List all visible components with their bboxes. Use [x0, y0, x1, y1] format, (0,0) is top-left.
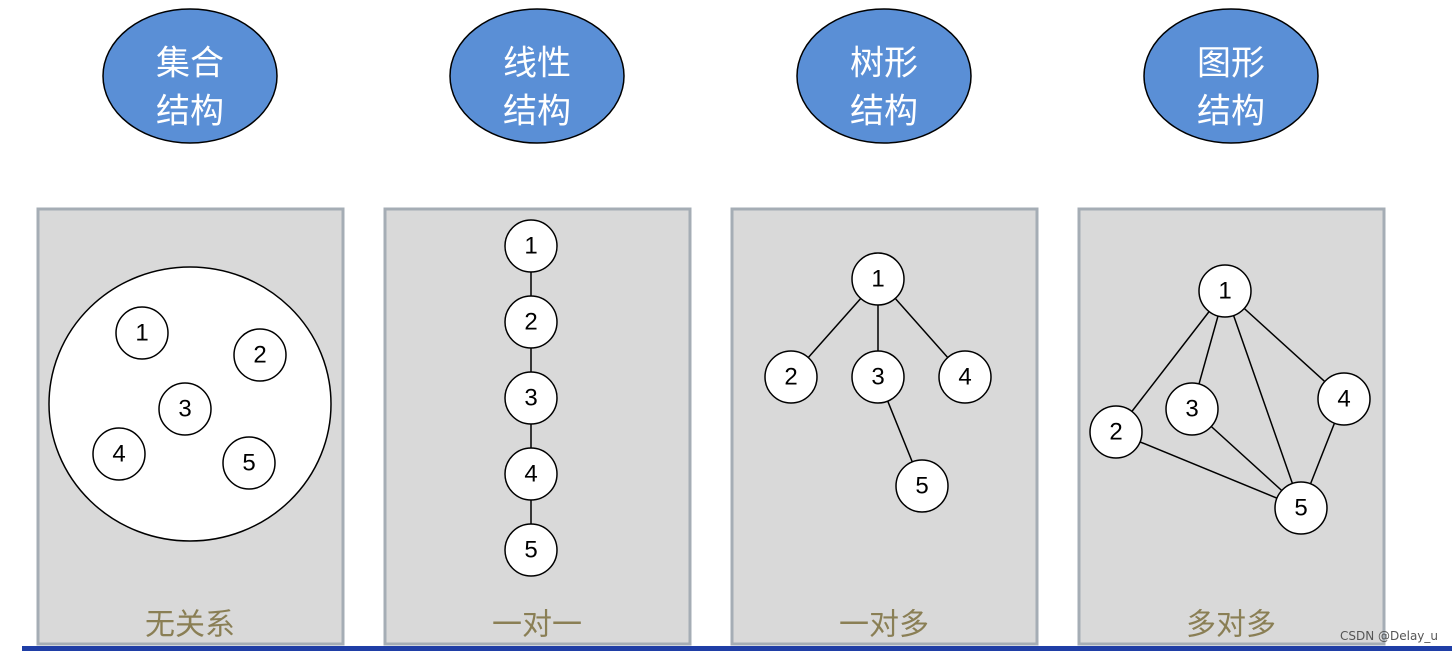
node-circle	[504, 523, 558, 577]
title-oval-linear	[449, 8, 625, 144]
node-circle	[1089, 405, 1143, 459]
node-graph-5: 5	[1274, 481, 1328, 535]
caption-graph: 多对多	[1186, 608, 1276, 643]
edge-graph-1-4	[1224, 290, 1345, 400]
node-label: 2	[524, 309, 537, 336]
category-linear: 线性 结构 1 2 3 4 5 一对一	[383, 8, 692, 646]
node-set-1: 1	[115, 306, 169, 360]
edge-graph-1-2	[1115, 290, 1226, 433]
node-linear-1: 1	[504, 219, 558, 273]
bottom-bar	[22, 646, 1452, 651]
node-graph-3: 3	[1165, 382, 1219, 436]
node-circle	[92, 427, 146, 481]
node-circle	[504, 295, 558, 349]
node-circle	[851, 252, 905, 306]
node-circle	[1198, 264, 1252, 318]
node-label: 1	[135, 320, 148, 347]
node-label: 5	[915, 473, 928, 500]
node-label: 3	[178, 396, 191, 423]
node-tree-5: 5	[895, 459, 949, 513]
node-label: 2	[253, 342, 266, 369]
title-set-line1: 集合	[156, 44, 224, 84]
category-tree: 树形 结构 1 2 3 4 5 一对多	[730, 8, 1039, 646]
title-oval-set	[102, 8, 278, 144]
node-linear-3: 3	[504, 371, 558, 425]
node-label: 4	[524, 461, 537, 488]
node-circle	[1274, 481, 1328, 535]
node-set-5: 5	[222, 436, 276, 490]
node-set-3: 3	[158, 382, 212, 436]
node-circle	[504, 447, 558, 501]
title-linear-line1: 线性	[503, 44, 571, 84]
node-circle	[851, 350, 905, 404]
node-circle	[895, 459, 949, 513]
node-label: 4	[1337, 386, 1350, 413]
node-graph-2: 2	[1089, 405, 1143, 459]
node-circle	[115, 306, 169, 360]
node-label: 2	[784, 364, 797, 391]
node-linear-4: 4	[504, 447, 558, 501]
category-graph: 图形 结构 1 2 3 4 5 多对多	[1077, 8, 1386, 646]
credit-text: CSDN @Delay_u	[1339, 629, 1438, 643]
caption-set: 无关系	[145, 608, 235, 643]
node-set-4: 4	[92, 427, 146, 481]
node-label: 3	[524, 385, 537, 412]
node-label: 1	[871, 266, 884, 293]
title-graph-line1: 图形	[1197, 44, 1265, 84]
node-circle	[222, 436, 276, 490]
node-circle	[1165, 382, 1219, 436]
node-label: 5	[1294, 495, 1307, 522]
title-set-line2: 结构	[156, 92, 224, 132]
edge-graph-2-5	[1115, 431, 1302, 509]
node-tree-3: 3	[851, 350, 905, 404]
node-set-2: 2	[233, 328, 287, 382]
node-graph-4: 4	[1317, 372, 1371, 426]
title-linear-line2: 结构	[503, 92, 571, 132]
edge-graph-1-5	[1224, 290, 1302, 509]
node-circle	[158, 382, 212, 436]
node-label: 3	[871, 364, 884, 391]
node-circle	[1317, 372, 1371, 426]
node-label: 2	[1109, 419, 1122, 446]
title-graph-line2: 结构	[1197, 92, 1265, 132]
node-tree-4: 4	[938, 350, 992, 404]
node-label: 5	[524, 537, 537, 564]
node-graph-1: 1	[1198, 264, 1252, 318]
node-label: 4	[958, 364, 971, 391]
node-linear-2: 2	[504, 295, 558, 349]
caption-linear: 一对一	[492, 608, 582, 643]
node-linear-5: 5	[504, 523, 558, 577]
node-circle	[764, 350, 818, 404]
node-circle	[504, 219, 558, 273]
title-tree-line1: 树形	[850, 44, 918, 84]
node-circle	[504, 371, 558, 425]
caption-tree: 一对多	[839, 608, 929, 643]
title-oval-graph	[1143, 8, 1319, 144]
title-tree-line2: 结构	[850, 92, 918, 132]
node-label: 3	[1185, 396, 1198, 423]
title-oval-tree	[796, 8, 972, 144]
category-set: 集合 结构 1 2 3 4 5 无关系	[36, 8, 345, 646]
node-tree-2: 2	[764, 350, 818, 404]
node-label: 5	[242, 450, 255, 477]
node-circle	[938, 350, 992, 404]
node-label: 4	[112, 441, 125, 468]
panel-linear	[383, 207, 692, 646]
node-label: 1	[1218, 278, 1231, 305]
node-circle	[233, 328, 287, 382]
node-label: 1	[524, 233, 537, 260]
node-tree-1: 1	[851, 252, 905, 306]
